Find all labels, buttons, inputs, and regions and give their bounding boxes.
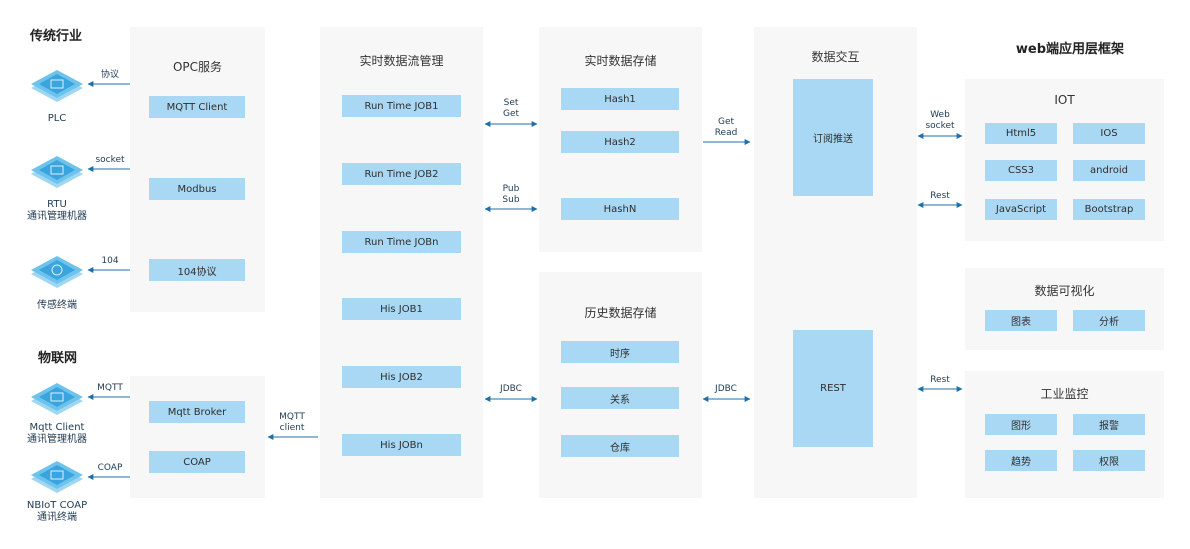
section-web: web端应用层框架 <box>1015 42 1125 57</box>
mqtt-broker-box: Mqtt Broker <box>149 401 245 423</box>
label-mqtt-client-1: MQTT <box>279 412 305 422</box>
job-his-n: His JOBn <box>342 434 461 456</box>
sensor-icon <box>31 256 83 288</box>
label-socket2: socket <box>925 121 955 131</box>
tech-javascript: JavaScript <box>985 199 1057 220</box>
label-pub: Pub <box>502 184 520 194</box>
label-socket: socket <box>95 155 125 165</box>
rtu-icon <box>31 156 83 188</box>
device-sensor-label: 传感终端 <box>37 300 77 311</box>
nbiot-icon <box>31 461 83 493</box>
device-nbiot-label: NBIoT COAP <box>26 500 88 511</box>
label-get2: Get <box>717 117 735 127</box>
device-mqtt-client-sublabel: 通讯管理机器 <box>27 434 87 445</box>
device-rtu-sublabel: 通讯管理机器 <box>27 211 87 222</box>
label-web: Web <box>930 110 950 120</box>
hash2-box: Hash2 <box>561 131 679 153</box>
section-iot: 物联网 <box>38 351 78 366</box>
label-mqtt-client-2: client <box>279 423 305 433</box>
opc-104-box: 104协议 <box>149 259 245 281</box>
viz-analysis: 分析 <box>1073 310 1145 331</box>
tech-ios: IOS <box>1073 123 1145 144</box>
realtime-storage-title: 实时数据存储 <box>584 54 657 68</box>
relational-box: 关系 <box>561 387 679 409</box>
monitor-alarm: 报警 <box>1073 414 1145 435</box>
device-plc-label: PLC <box>47 113 67 124</box>
rest-box: REST <box>793 330 873 447</box>
mqtt-client-icon <box>31 383 83 415</box>
device-nbiot-sublabel: 通讯终端 <box>37 512 77 523</box>
history-storage-title: 历史数据存储 <box>584 306 657 320</box>
iot-title: IOT <box>1054 93 1075 107</box>
coap-box: COAP <box>149 451 245 473</box>
subscribe-push-box: 订阅推送 <box>793 79 873 196</box>
monitor-title: 工业监控 <box>1040 387 1089 401</box>
hashn-box: HashN <box>561 198 679 220</box>
job-runtime-2: Run Time JOB2 <box>342 163 461 185</box>
label-set: Set <box>503 98 519 108</box>
opc-title: OPC服务 <box>172 60 223 74</box>
job-his-2: His JOB2 <box>342 366 461 388</box>
warehouse-box: 仓库 <box>561 435 679 457</box>
label-sub: Sub <box>502 195 520 205</box>
label-rest-2: Rest <box>930 375 950 385</box>
tech-bootstrap: Bootstrap <box>1073 199 1145 220</box>
device-rtu-label: RTU <box>47 199 67 210</box>
label-read: Read <box>714 128 738 138</box>
job-runtime-1: Run Time JOB1 <box>342 95 461 117</box>
label-jdbc-right: JDBC <box>715 384 737 394</box>
opc-mqtt-client-box: MQTT Client <box>149 96 245 118</box>
label-rest-1: Rest <box>930 191 950 201</box>
label-104: 104 <box>101 256 119 266</box>
tech-html5: Html5 <box>985 123 1057 144</box>
opc-modbus-box: Modbus <box>149 178 245 200</box>
label-get: Get <box>502 109 520 119</box>
viz-chart: 图表 <box>985 310 1057 331</box>
hash1-box: Hash1 <box>561 88 679 110</box>
history-storage-panel <box>539 272 702 498</box>
monitor-trend: 趋势 <box>985 450 1057 471</box>
job-his-1: His JOB1 <box>342 298 461 320</box>
monitor-permission: 权限 <box>1073 450 1145 471</box>
timeseries-box: 时序 <box>561 341 679 363</box>
tech-css3: CSS3 <box>985 160 1057 181</box>
stream-title: 实时数据流管理 <box>359 54 444 68</box>
viz-panel <box>965 268 1164 350</box>
label-mqtt: MQTT <box>97 383 123 393</box>
tech-android: android <box>1073 160 1145 181</box>
exchange-title: 数据交互 <box>811 50 860 64</box>
device-mqtt-client-label: Mqtt Client <box>29 422 85 433</box>
viz-title: 数据可视化 <box>1034 284 1095 298</box>
label-jdbc-left: JDBC <box>500 384 522 394</box>
label-coap: COAP <box>97 463 123 473</box>
section-traditional: 传统行业 <box>30 29 83 44</box>
plc-icon <box>31 70 83 102</box>
broker-panel <box>130 376 265 498</box>
job-runtime-n: Run Time JOBn <box>342 231 461 253</box>
monitor-graphics: 图形 <box>985 414 1057 435</box>
label-protocol: 协议 <box>100 70 119 80</box>
